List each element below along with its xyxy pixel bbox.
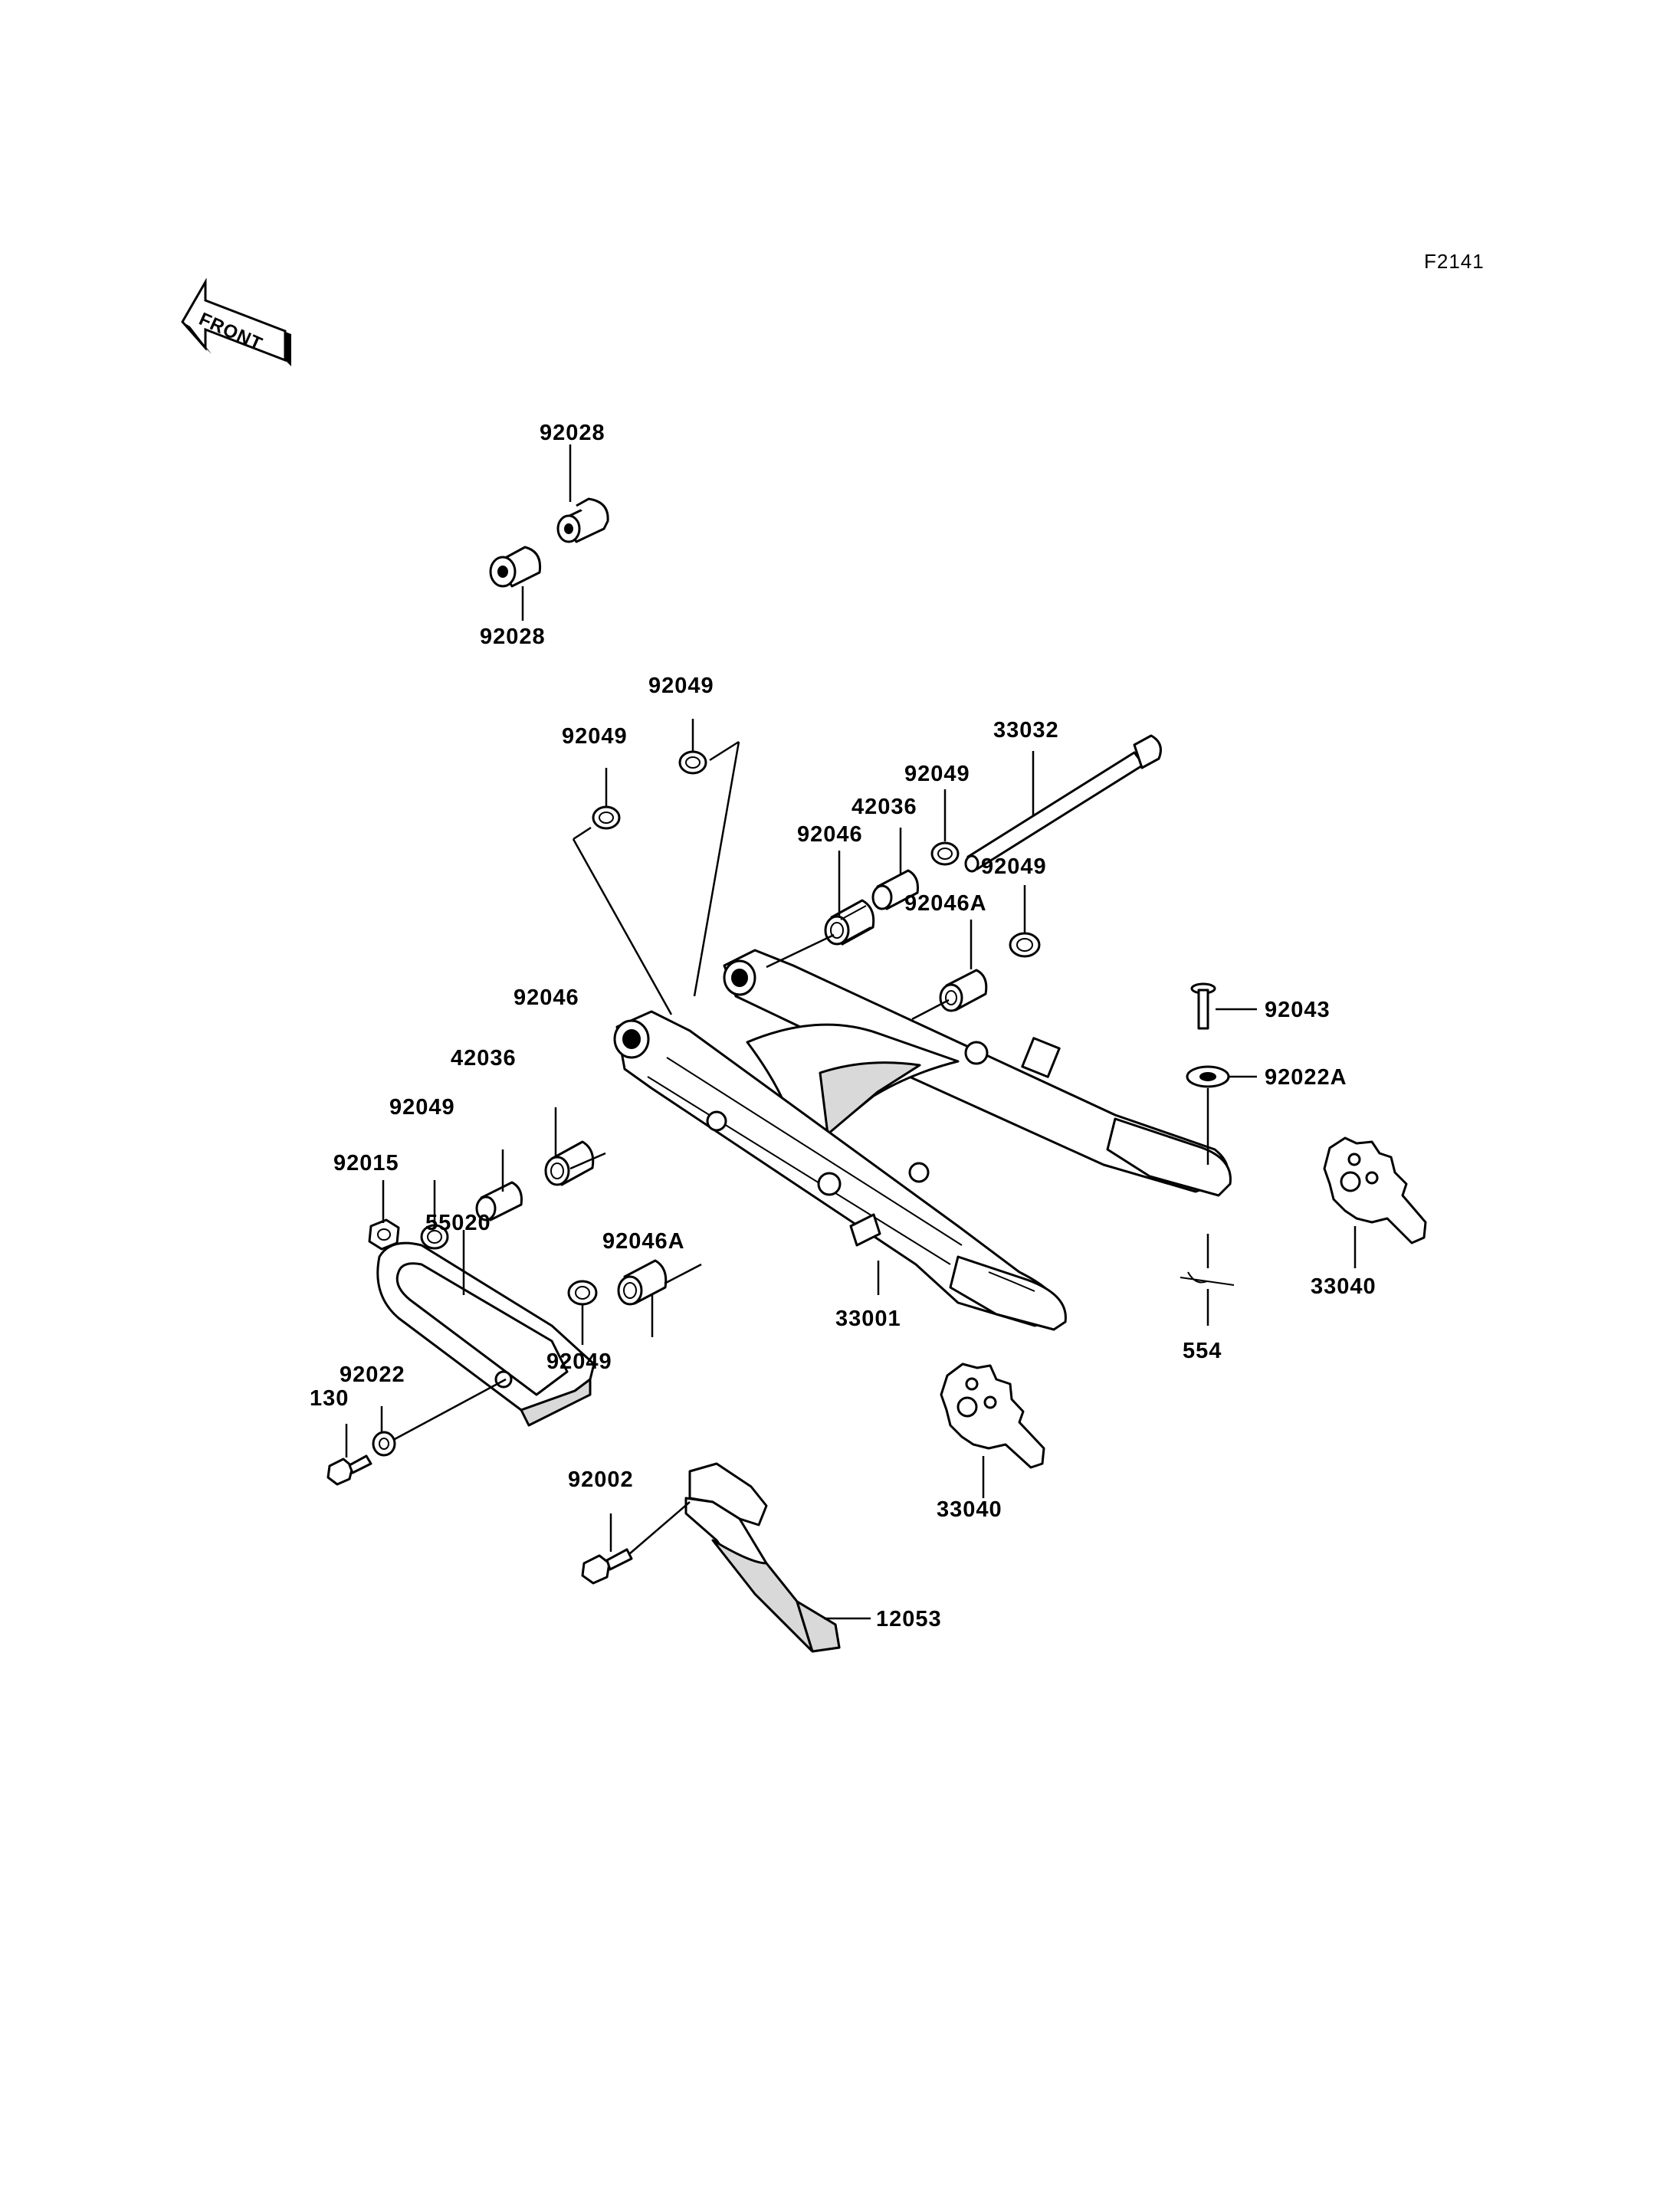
seal-92049-left <box>420 1224 449 1250</box>
callout-130: 130 <box>310 1386 349 1411</box>
bolt-92002 <box>581 1548 633 1585</box>
washer-92022 <box>372 1431 396 1457</box>
bolt-130 <box>326 1454 372 1486</box>
callout-92046a-lower: 92046A <box>602 1229 685 1254</box>
callout-42036-left: 42036 <box>451 1046 517 1071</box>
callout-92046a-upper: 92046A <box>904 891 987 916</box>
callout-92049-lower: 92049 <box>546 1349 612 1374</box>
callout-33040-lower: 33040 <box>937 1497 1002 1522</box>
callout-92022: 92022 <box>340 1362 405 1387</box>
callout-55020: 55020 <box>425 1211 491 1235</box>
cotter-pin-554 <box>1180 1271 1235 1286</box>
callout-92028-top: 92028 <box>540 421 605 445</box>
pin-92043 <box>1190 982 1216 1030</box>
collar-42036-upper <box>871 869 919 910</box>
chain-slipper-55020 <box>376 1241 596 1427</box>
chain-guard-12053 <box>684 1462 841 1653</box>
leader-lines <box>345 444 1357 1620</box>
callout-12053: 12053 <box>876 1607 942 1631</box>
callout-92049-right: 92049 <box>981 854 1047 879</box>
bearing-92046a-upper <box>939 969 988 1012</box>
washer-92022a <box>1186 1065 1230 1088</box>
callout-92049-left: 92049 <box>562 724 628 749</box>
callout-92002: 92002 <box>568 1467 634 1492</box>
collar-42036-left <box>475 1181 523 1221</box>
callout-92015: 92015 <box>333 1151 399 1176</box>
seal-92049-a <box>678 750 707 775</box>
pivot-shaft-33032 <box>964 734 1162 873</box>
front-arrow-icon: FRONT <box>181 277 291 366</box>
callout-92049-center: 92049 <box>904 762 970 786</box>
callout-92043: 92043 <box>1265 998 1331 1022</box>
callout-92049-left-lower: 92049 <box>389 1095 455 1120</box>
swingarm-33001 <box>613 949 1232 1331</box>
bearing-92046-upper <box>824 899 875 946</box>
bearing-92046a-lower <box>617 1259 668 1306</box>
seal-92049-lower <box>567 1280 598 1306</box>
callout-92022a: 92022A <box>1265 1065 1347 1090</box>
seal-92049-b <box>592 805 621 830</box>
bearing-92046-left <box>544 1140 595 1186</box>
callout-92046-left: 92046 <box>514 985 579 1010</box>
callout-554: 554 <box>1183 1339 1222 1363</box>
callout-42036-upper: 42036 <box>851 795 917 819</box>
collar-92028-lower <box>489 546 542 588</box>
callout-labels: 92028 92028 92049 92049 33032 92049 4203… <box>310 421 1376 1631</box>
callout-33001: 33001 <box>835 1307 901 1331</box>
sprocket-33040-lower <box>940 1362 1045 1469</box>
callout-92028-bottom: 92028 <box>480 625 546 649</box>
callout-92049-top: 92049 <box>648 674 714 698</box>
callout-33040-right: 33040 <box>1311 1274 1376 1299</box>
callout-92046-upper: 92046 <box>797 822 863 847</box>
seal-92049-d <box>1009 932 1041 958</box>
collar-92028-upper <box>556 497 609 543</box>
sprocket-33040-right <box>1323 1136 1427 1244</box>
seal-92049-c <box>930 841 960 866</box>
callout-33032: 33032 <box>993 718 1059 743</box>
figure-code: F2141 <box>1424 250 1485 273</box>
